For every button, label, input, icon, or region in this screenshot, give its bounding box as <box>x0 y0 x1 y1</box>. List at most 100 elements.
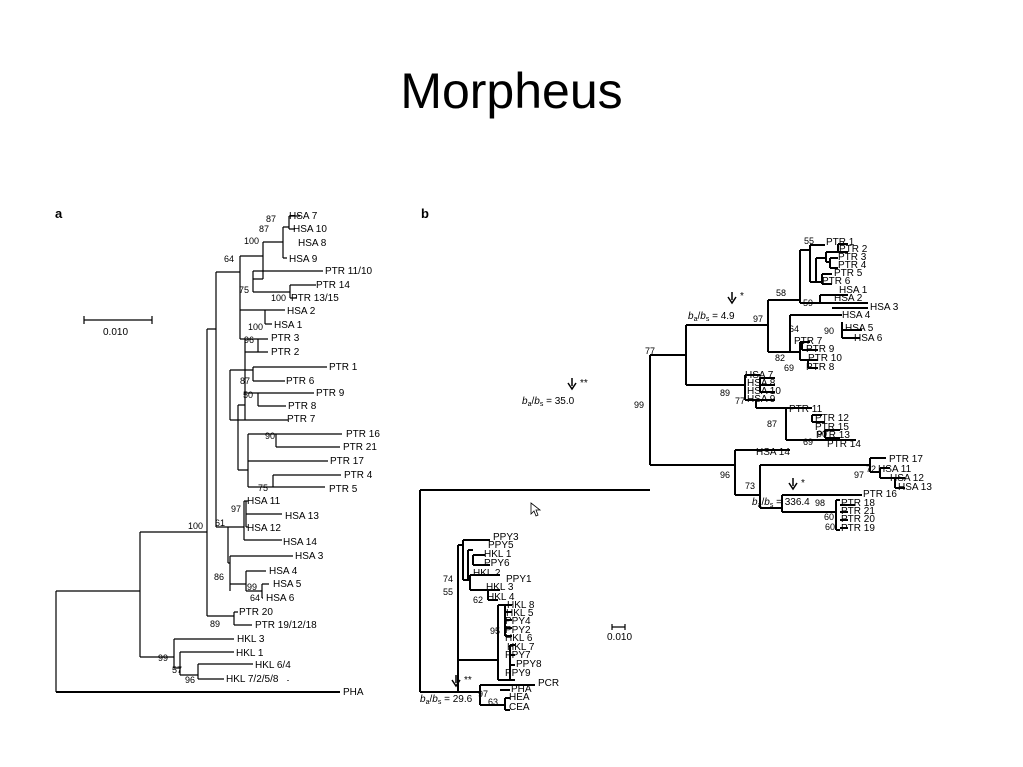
tree-b-bootstrap-value: 99 <box>634 400 644 410</box>
tree-b-bootstrap-value: 72 <box>866 464 876 474</box>
tree-b-leaf-label: PTR 6 <box>822 276 851 287</box>
tree-a-leaf-label: PTR 4 <box>344 470 373 481</box>
tree-a-bootstrap-value: 75 <box>258 483 268 493</box>
tree-b-leaf-label: PTR 20 <box>841 514 875 525</box>
tree-b-bootstrap-value: 69 <box>803 437 813 447</box>
tree-b-bootstrap-value: 96 <box>720 470 730 480</box>
tree-b-bootstrap-value: 69 <box>784 363 794 373</box>
tree-b-bootstrap-value: 60 <box>825 522 835 532</box>
tree-b-bootstrap-value: 77 <box>645 346 655 356</box>
tree-a-leaf-label: HSA 1 <box>274 320 303 331</box>
tree-a-bootstrap-value: 64 <box>224 254 234 264</box>
tree-b-branches <box>419 243 905 711</box>
ratio-label: ba/bs = 4.9 <box>688 311 735 323</box>
tree-b-bootstrap-value: 82 <box>775 353 785 363</box>
tree-b-leaf-label: CEA <box>509 702 530 713</box>
tree-b-leaf-label: PHA <box>511 684 532 695</box>
tree-b-leaf-label: HSA 11 <box>878 464 912 475</box>
tree-b-leaf-label: HSA 14 <box>756 447 790 458</box>
tree-a-bootstrap-value: 87 <box>240 376 250 386</box>
tree-b-bootstrap-value: 59 <box>803 298 813 308</box>
tree-b-bootstrap-value: 58 <box>776 288 786 298</box>
scale-bar-b: 0.010 <box>607 624 632 643</box>
tree-a-leaf-label: HSA 4 <box>269 566 298 577</box>
tree-b-bootstrap-value: 64 <box>789 324 799 334</box>
tree-a-bootstrap-value: 96 <box>244 335 254 345</box>
tree-b-leaf-label: PPY5 <box>488 540 514 551</box>
tree-a-leaf-label: PTR 2 <box>271 347 300 358</box>
tree-b-bootstrap-value: 55 <box>443 587 453 597</box>
tree-b-leaf-label: PPY2 <box>505 625 531 636</box>
tree-b-leaf-label: HSA 12 <box>890 473 924 484</box>
mouse-cursor-icon <box>530 502 542 517</box>
tree-a-bootstrap-value: 100 <box>271 293 286 303</box>
tree-b-leaf-label: HKL 4 <box>487 592 515 603</box>
tree-b-leaf-label: HSA 7 <box>745 370 774 381</box>
tree-b-leaf-label: PPY4 <box>505 616 531 627</box>
tree-b-leaf-label: HSA 8 <box>747 378 776 389</box>
tree-b-leaf-label: PTR 21 <box>841 506 875 517</box>
tree-b-bootstrap-value: 63 <box>488 697 498 707</box>
tree-b-bootstrap-value: 90 <box>817 429 827 439</box>
tree-b-leaf-label: PTR 18 <box>841 498 875 509</box>
scale-label-a: 0.010 <box>103 327 128 338</box>
tree-b-leaf-label: PTR 7 <box>794 336 823 347</box>
tree-b-bootstrap-value: 98 <box>815 498 825 508</box>
significance-mark: ** <box>464 675 472 686</box>
tree-b-bootstrap-value: 90 <box>824 326 834 336</box>
tree-b-leaf-label: PPY3 <box>493 532 519 543</box>
tree-a-bootstrap-value: 87 <box>266 214 276 224</box>
tree-a-bootstrap-value: 89 <box>210 619 220 629</box>
tree-a-leaf-label: HSA 2 <box>287 306 316 317</box>
tree-b-leaf-label: HKL 7 <box>507 642 535 653</box>
tree-a-leaf-label: HKL 7/2/5/8 <box>226 674 279 685</box>
tree-a-leaf-label: PTR 8 <box>288 401 317 412</box>
tree-a-leaf-label: HKL 1 <box>236 648 264 659</box>
tree-b-leaf-label: HSA 5 <box>845 323 874 334</box>
tree-a-bootstrap-value: 64 <box>250 593 260 603</box>
tree-b-leaf-label: PPY1 <box>506 574 532 585</box>
tree-b-leaf-label: PTR 9 <box>806 344 835 355</box>
tree-b-bootstrap-value: 89 <box>720 388 730 398</box>
tree-a-branches <box>55 215 342 693</box>
ratio-label: ba/bs = 336.4 <box>752 497 810 509</box>
tree-a-leaf-label: PTR 14 <box>316 280 350 291</box>
tree-a-bootstrap-value: 97 <box>231 504 241 514</box>
tree-b-bootstrap-value: 62 <box>473 595 483 605</box>
tree-b-leaf-label: HSA 1 <box>839 285 868 296</box>
tree-b-leaf-label: PTR 2 <box>839 244 868 255</box>
tree-b-leaf-label: PPY9 <box>505 668 531 679</box>
tree-b-leaf-label: HSA 2 <box>834 293 863 304</box>
tree-b-leaf-label: PTR 5 <box>834 268 863 279</box>
tree-b-leaf-label: PTR 3 <box>838 252 867 263</box>
tree-b-leaf-label: HKL 2 <box>473 568 501 579</box>
tree-b-leaf-label: PTR 15 <box>815 422 849 433</box>
tree-b-bootstrap-value: 97 <box>753 314 763 324</box>
tree-a-bootstrap-value: 75 <box>239 285 249 295</box>
tree-a-leaf-label: PTR 20 <box>239 607 273 618</box>
tree-b-bootstrap-value: 87 <box>767 419 777 429</box>
tree-b-leaf-label: HKL 3 <box>486 582 514 593</box>
tree-a-bootstrap-value: 100 <box>248 322 263 332</box>
tree-a-leaf-label: HSA 8 <box>298 238 327 249</box>
tree-a-leaf-label: PTR 1 <box>329 362 358 373</box>
tree-b-leaf-label: PTR 10 <box>808 353 842 364</box>
tree-a-bootstrap-value: 57 <box>172 665 182 675</box>
tree-b-leaf-label: PTR 19 <box>841 523 875 534</box>
tree-a-leaf-label: HKL 3 <box>237 634 265 645</box>
tree-a-bootstrap-value: 99 <box>247 582 257 592</box>
tree-b-bootstrap-value: 97 <box>854 470 864 480</box>
tree-b-bootstrap-value: 74 <box>443 574 453 584</box>
tree-b-bootstrap-value: 77 <box>735 396 745 406</box>
tree-a-leaf-label: HSA 11 <box>247 496 281 507</box>
tree-b-leaf-label: HSA 10 <box>747 386 781 397</box>
panel-b: b 0.010 <box>419 206 905 711</box>
tree-b-leaf-label: HKL 5 <box>506 608 534 619</box>
panel-a: a 0.010 <box>55 206 342 693</box>
tree-a-bootstrap-value: 86 <box>214 572 224 582</box>
tree-a-leaf-label: PTR 7 <box>287 414 316 425</box>
tree-b-leaf-label: PPY7 <box>505 650 531 661</box>
tree-a-leaf-label: PTR 6 <box>286 376 315 387</box>
tree-b-leaf-label: HSA 4 <box>842 310 871 321</box>
tree-a-bootstrap-value: 87 <box>259 224 269 234</box>
